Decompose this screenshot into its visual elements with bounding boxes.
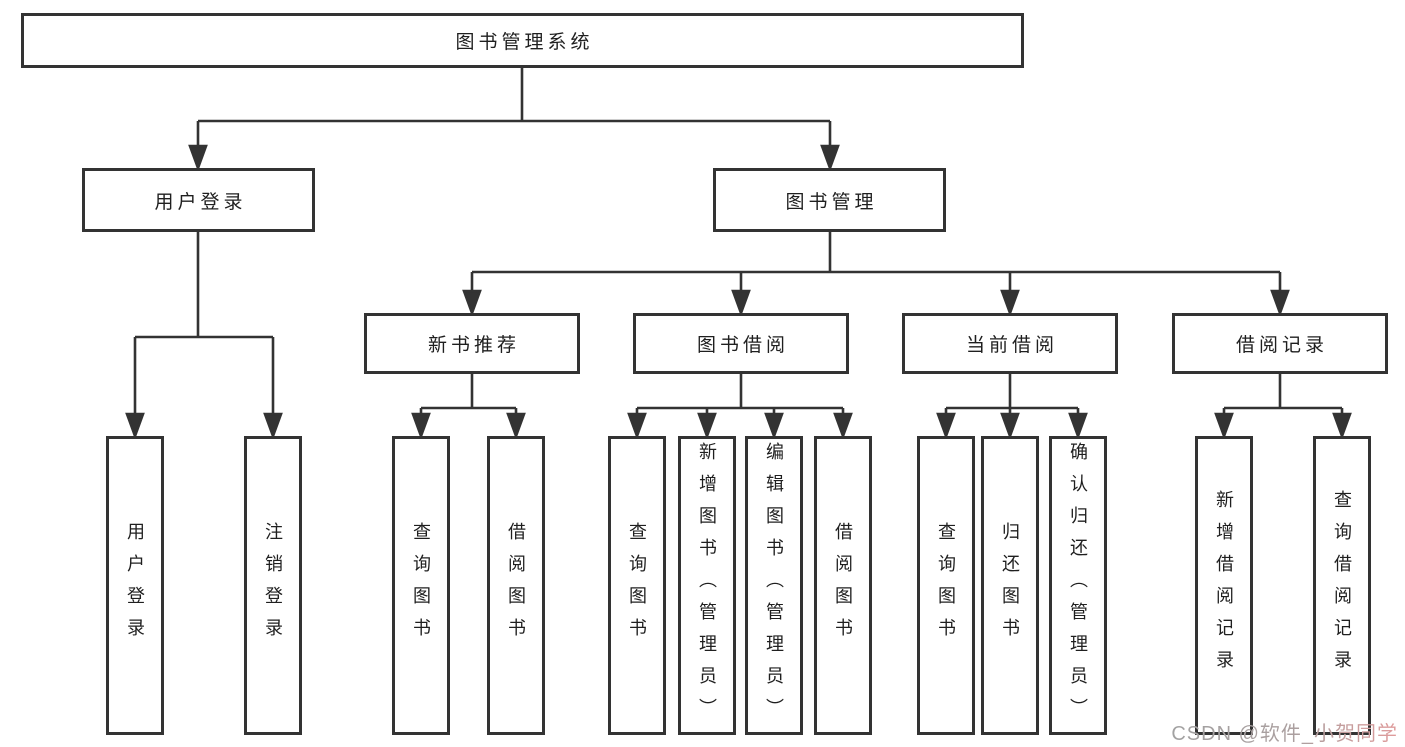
leaf-node-query-books-newbooks: 查询图书 <box>392 436 450 735</box>
node-borrow-records: 借阅记录 <box>1172 313 1388 374</box>
node-new-books: 新书推荐 <box>364 313 580 374</box>
leaf-node-user-login-label: 用户登录 <box>125 521 145 650</box>
node-user-login: 用户登录 <box>82 168 315 232</box>
leaf-node-query-books-borrow: 查询图书 <box>608 436 666 735</box>
connector-book-mgmt-children <box>462 232 1290 317</box>
connector-current-borrow-children <box>936 374 1088 440</box>
node-borrow-records-label: 借阅记录 <box>1235 335 1328 356</box>
node-book-mgmt-label: 图书管理 <box>785 191 878 213</box>
node-root-label: 图书管理系统 <box>455 32 594 53</box>
leaf-node-confirm-return-admin-label: 确认归还（管理员） <box>1068 441 1088 730</box>
connector-book-borrow-children <box>627 374 853 440</box>
leaf-node-borrow-book-label: 借阅图书 <box>833 521 853 650</box>
node-book-borrow: 图书借阅 <box>633 313 849 374</box>
leaf-node-borrow-book-newbooks-label: 借阅图书 <box>506 521 526 650</box>
leaf-node-edit-book-admin: 编辑图书（管理员） <box>745 436 803 735</box>
node-root: 图书管理系统 <box>21 13 1024 68</box>
leaf-node-logout: 注销登录 <box>244 436 302 735</box>
leaf-node-confirm-return-admin: 确认归还（管理员） <box>1049 436 1107 735</box>
leaf-node-return-book: 归还图书 <box>981 436 1039 735</box>
csdn-watermark: CSDN @软件_小贺同学 <box>1171 717 1398 746</box>
leaf-node-query-borrow-record: 查询借阅记录 <box>1313 436 1371 735</box>
node-book-borrow-label: 图书借阅 <box>696 335 789 356</box>
connector-root-to-level2 <box>188 68 840 172</box>
leaf-node-edit-book-admin-label: 编辑图书（管理员） <box>764 441 784 730</box>
leaf-node-add-borrow-record: 新增借阅记录 <box>1195 436 1253 735</box>
leaf-node-add-book-admin-label: 新增图书（管理员） <box>697 441 717 730</box>
leaf-node-return-book-label: 归还图书 <box>1000 521 1020 650</box>
leaf-node-query-books-current-label: 查询图书 <box>936 521 956 650</box>
connector-user-login-children <box>125 232 283 440</box>
connector-borrow-records-children <box>1214 374 1352 440</box>
leaf-node-borrow-book: 借阅图书 <box>814 436 872 735</box>
node-book-mgmt: 图书管理 <box>713 168 946 232</box>
node-new-books-label: 新书推荐 <box>427 335 520 356</box>
leaf-node-add-borrow-record-label: 新增借阅记录 <box>1214 489 1234 682</box>
node-current-borrow-label: 当前借阅 <box>965 335 1058 356</box>
leaf-node-query-books-borrow-label: 查询图书 <box>627 521 647 650</box>
leaf-node-add-book-admin: 新增图书（管理员） <box>678 436 736 735</box>
leaf-node-logout-label: 注销登录 <box>263 521 283 650</box>
leaf-node-query-books-current: 查询图书 <box>917 436 975 735</box>
leaf-node-query-borrow-record-label: 查询借阅记录 <box>1332 489 1352 682</box>
leaf-node-borrow-book-newbooks: 借阅图书 <box>487 436 545 735</box>
connector-new-books-children <box>411 374 526 440</box>
leaf-node-query-books-newbooks-label: 查询图书 <box>411 521 431 650</box>
node-current-borrow: 当前借阅 <box>902 313 1118 374</box>
node-user-login-label: 用户登录 <box>154 191 247 213</box>
leaf-node-user-login: 用户登录 <box>106 436 164 735</box>
